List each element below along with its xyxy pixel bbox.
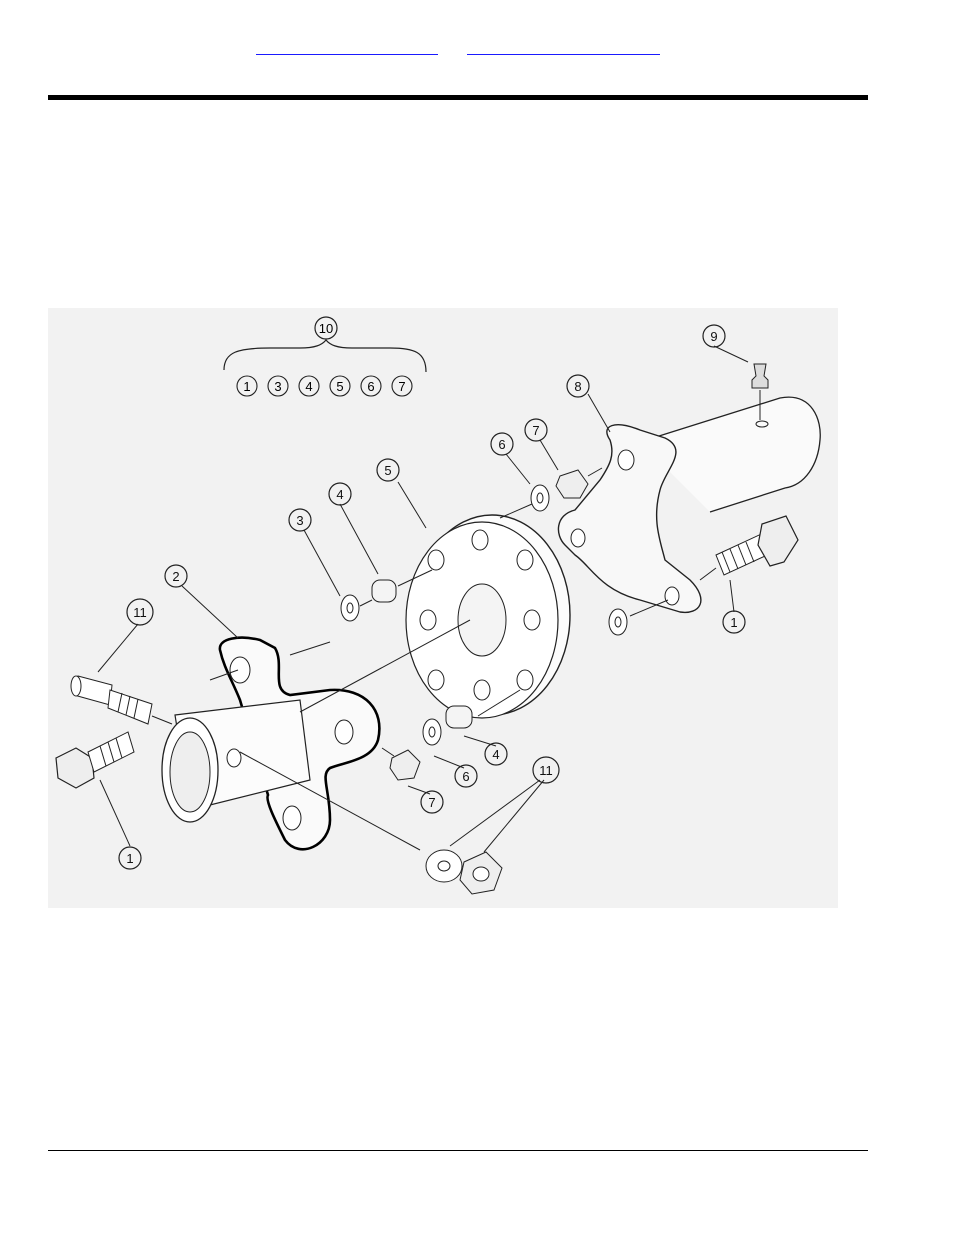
callout-10: 10 (319, 321, 333, 336)
callout-1-left: 1 (126, 851, 133, 866)
header-rule (48, 95, 868, 100)
kit-item-number: 7 (398, 379, 405, 394)
header-link-left[interactable] (256, 38, 438, 55)
callout-11-bottom: 11 (539, 763, 553, 778)
callout-11-left: 11 (133, 605, 147, 620)
header-link-right[interactable] (467, 38, 660, 55)
callout-7-bottom: 7 (428, 795, 435, 810)
callout-3: 3 (296, 513, 303, 528)
callout-1-right: 1 (730, 615, 737, 630)
callout-6-bottom: 6 (462, 769, 469, 784)
kit-item-number: 5 (336, 379, 343, 394)
footer-rule (48, 1150, 868, 1151)
callout-4-bottom: 4 (492, 747, 499, 762)
callout-2: 2 (172, 569, 179, 584)
callout-7-top: 7 (532, 423, 539, 438)
kit-item-number: 4 (305, 379, 312, 394)
kit-item-number: 6 (367, 379, 374, 394)
callout-9: 9 (710, 329, 717, 344)
kit-item-number: 3 (274, 379, 281, 394)
exploded-parts-diagram: 10 1 3 4 5 6 7 (48, 308, 838, 908)
callout-8: 8 (574, 379, 581, 394)
callout-5: 5 (384, 463, 391, 478)
kit-item-number: 1 (243, 379, 250, 394)
callout-4-top: 4 (336, 487, 343, 502)
callout-6-top: 6 (498, 437, 505, 452)
